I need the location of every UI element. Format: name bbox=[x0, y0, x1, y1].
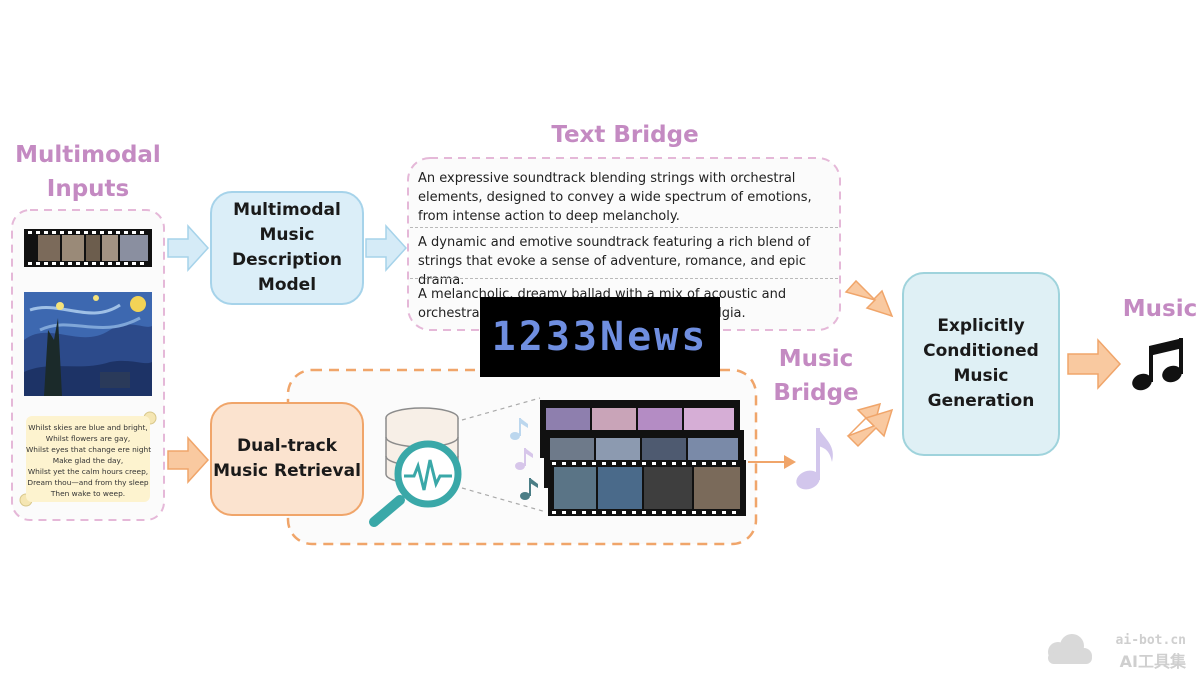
arrow-poem-to-retrieval bbox=[167, 436, 210, 484]
film-strip-icon bbox=[24, 229, 152, 267]
music-note-icon bbox=[520, 478, 538, 500]
poem-line: Then wake to weep. bbox=[50, 489, 126, 498]
text-bridge-title: Text Bridge bbox=[551, 122, 699, 148]
films-to-note-arrowhead bbox=[784, 455, 796, 469]
text-separator bbox=[410, 227, 838, 228]
generation-label: Explicitly Conditioned Music Generation bbox=[923, 316, 1039, 411]
retrieval-box: Dual-track Music Retrieval bbox=[210, 402, 364, 516]
painting-icon bbox=[24, 292, 152, 396]
watermark-logo-icon bbox=[1048, 634, 1092, 664]
music-bridge-title: Music Bridge bbox=[766, 342, 866, 410]
film-strips-icon bbox=[540, 400, 746, 516]
multimodal-inputs-title-line1: Multimodal bbox=[15, 142, 161, 168]
arrow-model-to-text bbox=[365, 224, 408, 272]
poem-line: Whilst skies are blue and bright, bbox=[28, 423, 148, 432]
multimodal-inputs-title: Multimodal Inputs bbox=[10, 138, 166, 206]
music-bridge-title-line2: Bridge bbox=[773, 380, 859, 406]
text-bridge-container bbox=[407, 157, 841, 331]
music-output-title: Music bbox=[1122, 296, 1198, 322]
text-separator bbox=[410, 278, 838, 279]
multimodal-inputs-title-line2: Inputs bbox=[46, 176, 130, 202]
poem-line: Whilst flowers are gay, bbox=[45, 434, 131, 443]
description-model-box: Multimodal Music Description Model bbox=[210, 191, 364, 305]
retrieval-label: Dual-track Music Retrieval bbox=[213, 436, 361, 481]
arrow-inputs-to-model bbox=[167, 224, 210, 272]
poem-line: Make glad the day, bbox=[52, 456, 124, 465]
poem-scroll: Whilst skies are blue and bright, Whilst… bbox=[26, 416, 152, 502]
arrow-text-to-generation bbox=[844, 279, 894, 318]
music-note-icon bbox=[515, 448, 533, 470]
watermark-line1: ai-bot.cn bbox=[1115, 633, 1186, 648]
watermark-line2: AI工具集 bbox=[1119, 652, 1186, 671]
generation-box: Explicitly Conditioned Music Generation bbox=[902, 272, 1060, 456]
poem-line: Whilst yet the calm hours creep, bbox=[27, 467, 149, 476]
poem-line: Dream thou—and from thy sleep bbox=[27, 478, 149, 487]
music-bridge-title-line1: Music bbox=[778, 346, 854, 372]
text-description-2: A dynamic and emotive soundtrack featuri… bbox=[418, 235, 811, 288]
news-banner-text: 1233News bbox=[491, 314, 709, 360]
music-note-icon bbox=[510, 418, 528, 440]
magnifier-waveform-icon bbox=[369, 440, 462, 527]
text-description-1: An expressive soundtrack blending string… bbox=[418, 171, 812, 224]
description-model-label: Multimodal Music Description Model bbox=[232, 200, 342, 295]
poem-line: Whilst eyes that change ere night bbox=[26, 445, 152, 454]
arrow-generation-to-music bbox=[1067, 338, 1122, 390]
news-banner: 1233News bbox=[480, 297, 720, 377]
music-bridge-note-icon bbox=[796, 428, 833, 490]
double-music-note-icon bbox=[1132, 338, 1183, 391]
arrow-music-to-generation bbox=[846, 402, 894, 448]
